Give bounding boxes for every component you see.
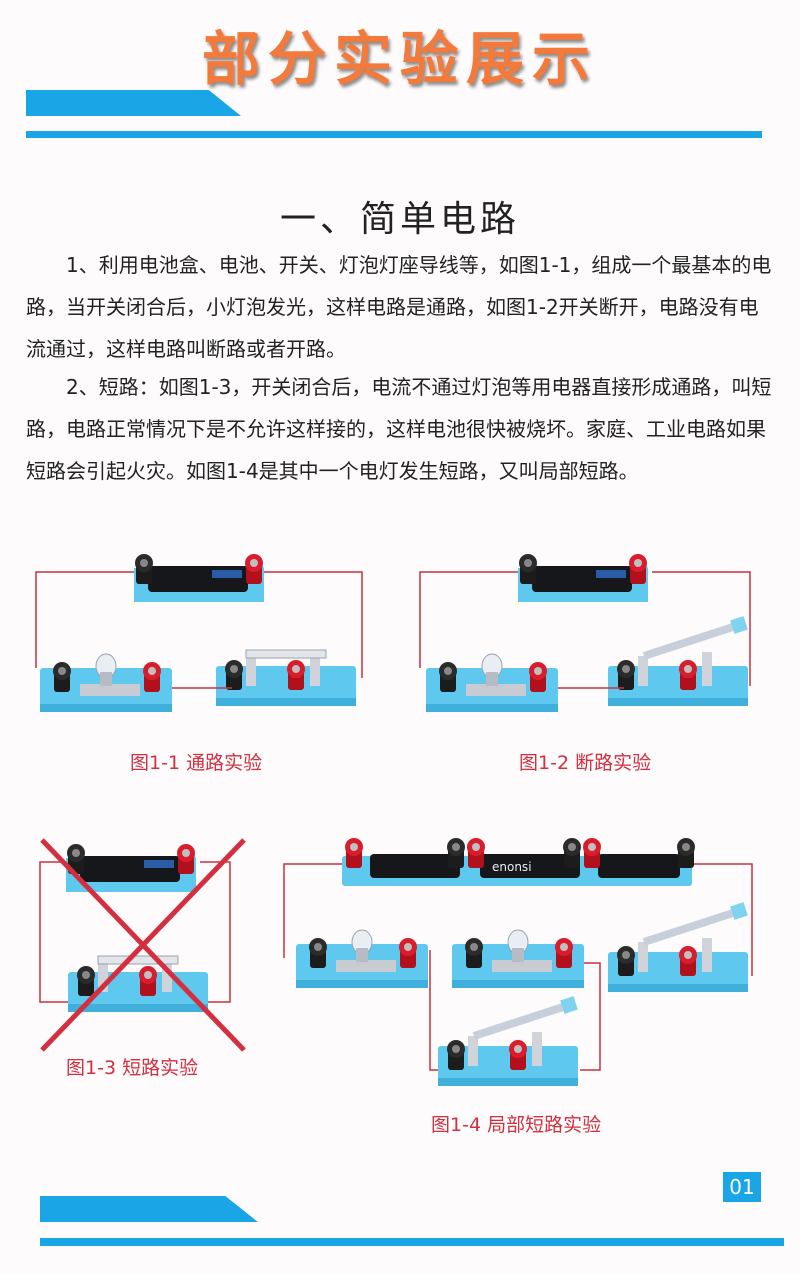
switch-open-icon <box>438 996 578 1086</box>
header-accent-bar <box>26 90 241 116</box>
lamp-board-icon <box>296 930 428 988</box>
page-number: 01 <box>723 1172 761 1202</box>
switch-open-icon <box>608 616 748 706</box>
battery-pack-icon <box>342 838 695 886</box>
battery-box-icon <box>134 554 264 602</box>
footer-divider <box>40 1238 784 1246</box>
figure-1-3-short-circuit <box>39 838 246 1052</box>
figure-1-1-closed-circuit <box>35 548 363 723</box>
figure-1-2-caption: 图1-2 断路实验 <box>519 752 652 774</box>
header-divider <box>26 131 762 138</box>
lamp-board-icon <box>452 930 584 988</box>
figure-1-4-partial-short-circuit: enonsi <box>283 838 753 1098</box>
paragraph-2: 2、短路：如图1-3，开关闭合后，电流不通过灯泡等用电器直接形成通路，叫短路，电… <box>26 375 772 483</box>
switch-closed-icon <box>216 650 356 706</box>
section-title: 一、简单电路 <box>279 199 520 240</box>
paragraph-1: 1、利用电池盒、电池、开关、灯泡灯座导线等，如图1-1，组成一个最基本的电路，当… <box>26 253 772 361</box>
footer-accent-bar <box>40 1196 258 1222</box>
battery-box-icon <box>518 554 648 602</box>
page-title: 部分实验展示 <box>201 25 598 93</box>
cross-mark-icon <box>40 838 246 1052</box>
lamp-board-icon <box>426 654 558 712</box>
battery-brand-label: enonsi <box>492 860 532 874</box>
figure-1-1-caption: 图1-1 通路实验 <box>130 752 263 774</box>
switch-open-icon <box>608 902 748 992</box>
figure-1-3-caption: 图1-3 短路实验 <box>66 1057 199 1079</box>
figure-1-4-caption: 图1-4 局部短路实验 <box>431 1114 602 1136</box>
figure-1-2-open-circuit <box>419 548 772 723</box>
lamp-board-icon <box>40 654 172 712</box>
